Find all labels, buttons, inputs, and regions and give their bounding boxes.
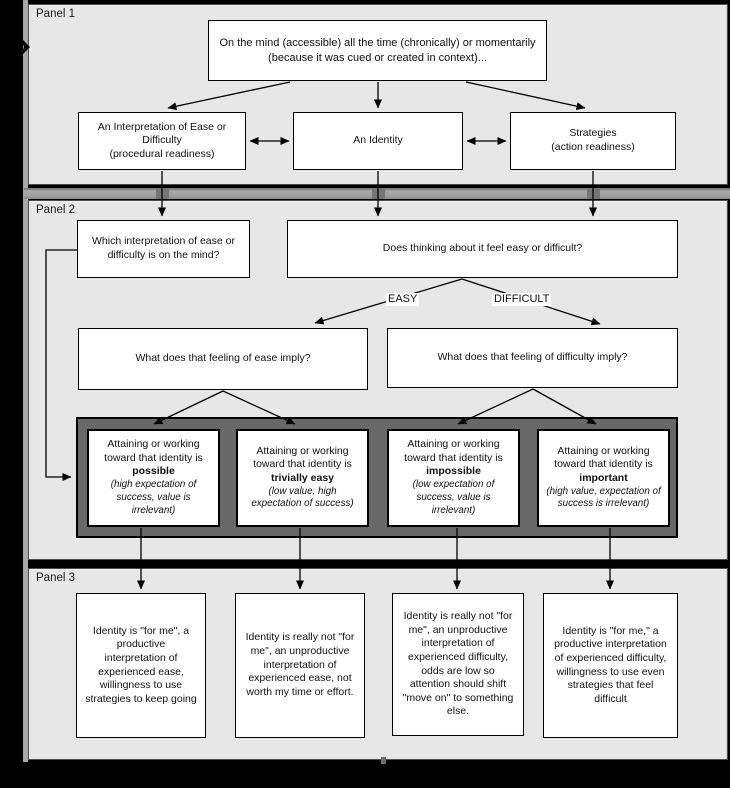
conclusion-text: Identity is "for me," a productive inter… bbox=[554, 624, 667, 705]
easy-label: EASY bbox=[386, 293, 420, 306]
interpretation-box: An Interpretation of Ease or Difficulty … bbox=[78, 112, 246, 170]
outcome-prefix: Attaining or working toward that identit… bbox=[554, 444, 653, 471]
difficulty-imply-text: What does that feeling of difficulty imp… bbox=[437, 351, 628, 364]
ease-imply-text: What does that feeling of ease imply? bbox=[135, 352, 311, 365]
outcome-note: (high value, expectation of success is i… bbox=[546, 485, 661, 510]
outcome-possible-box: Attaining or working toward that identit… bbox=[87, 429, 220, 527]
outcome-prefix: Attaining or working toward that identit… bbox=[404, 438, 503, 464]
easy-or-difficult-box: Does thinking about it feel easy or diff… bbox=[287, 220, 678, 278]
ease-imply-box: What does that feeling of ease imply? bbox=[78, 328, 368, 390]
outcome-keyword: impossible bbox=[426, 465, 481, 478]
outcome-prefix: Attaining or working toward that identit… bbox=[104, 438, 203, 464]
difficulty-imply-box: What does that feeling of difficulty imp… bbox=[387, 328, 678, 388]
which-interpretation-text: Which interpretation of ease or difficul… bbox=[92, 235, 235, 261]
conclusion-unproductive-difficulty-box: Identity is really not "for me", an unpr… bbox=[392, 593, 524, 736]
conclusion-unproductive-ease-box: Identity is really not "for me", an unpr… bbox=[235, 593, 365, 738]
outcome-trivially-easy-box: Attaining or working toward that identit… bbox=[236, 429, 369, 527]
which-interpretation-box: Which interpretation of ease or difficul… bbox=[77, 220, 250, 278]
left-gutter bbox=[23, 0, 28, 762]
divider-notch bbox=[587, 188, 600, 199]
divider-notch bbox=[372, 188, 385, 199]
panel1-label: Panel 1 bbox=[36, 8, 76, 20]
difficult-label: DIFFICULT bbox=[492, 293, 552, 306]
identity-box: An Identity bbox=[293, 112, 463, 170]
outcome-keyword: important bbox=[579, 471, 628, 484]
outcome-note: (low expectation of success, value is ir… bbox=[412, 479, 495, 516]
identity-text: An Identity bbox=[353, 134, 403, 147]
on-the-mind-text: On the mind (accessible) all the time (c… bbox=[219, 37, 536, 64]
panel3-label: Panel 3 bbox=[36, 572, 76, 584]
outcome-note: (high expectation of success, value is i… bbox=[110, 479, 197, 516]
conclusion-text: Identity is really not "for me", an unpr… bbox=[245, 631, 355, 698]
interpretation-subtitle: (procedural readiness) bbox=[109, 147, 215, 160]
strategies-box: Strategies (action readiness) bbox=[510, 112, 676, 170]
panel-divider bbox=[24, 188, 730, 199]
outcome-keyword: possible bbox=[132, 465, 175, 478]
outcome-impossible-box: Attaining or working toward that identit… bbox=[387, 429, 520, 527]
on-the-mind-box: On the mind (accessible) all the time (c… bbox=[208, 20, 547, 81]
strategies-title: Strategies bbox=[569, 127, 617, 140]
conclusion-text: Identity is really not "for me", an unpr… bbox=[402, 609, 514, 718]
outcome-prefix: Attaining or working toward that identit… bbox=[253, 444, 352, 471]
outcome-important-box: Attaining or working toward that identit… bbox=[537, 429, 670, 527]
interpretation-title: An Interpretation of Ease or Difficulty bbox=[97, 120, 227, 147]
bottom-tick bbox=[381, 757, 386, 764]
outcome-keyword: trivially easy bbox=[270, 471, 335, 484]
strategies-subtitle: (action readiness) bbox=[551, 141, 635, 153]
divider-notch bbox=[156, 188, 169, 199]
conclusion-text: Identity is "for me", a productive inter… bbox=[85, 624, 197, 705]
conclusion-productive-ease-box: Identity is "for me", a productive inter… bbox=[76, 593, 206, 738]
conclusion-productive-difficulty-box: Identity is "for me," a productive inter… bbox=[543, 593, 678, 738]
easy-or-difficult-text: Does thinking about it feel easy or diff… bbox=[382, 242, 583, 255]
panel2-label: Panel 2 bbox=[36, 204, 76, 216]
outcome-note: (low value, high expectation of success) bbox=[251, 485, 354, 510]
